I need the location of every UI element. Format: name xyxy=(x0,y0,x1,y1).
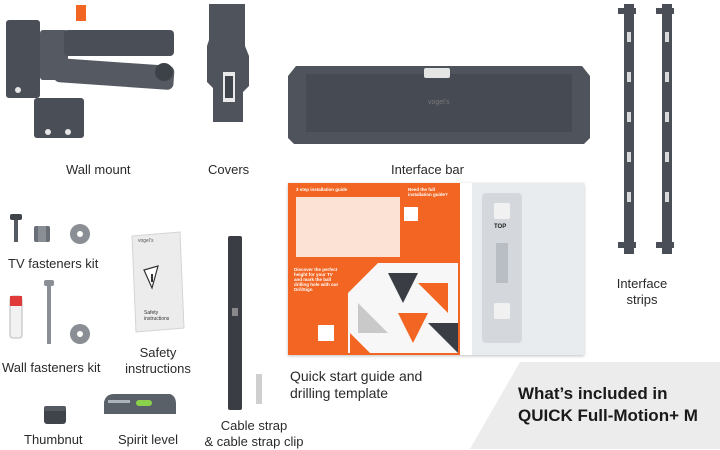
leaflet-brand: vogel’s xyxy=(138,238,154,244)
thumbnut-image xyxy=(44,406,66,424)
svg-text:vogel’s: vogel’s xyxy=(428,99,450,106)
spirit-level-label: Spirit level xyxy=(118,432,178,447)
safety-line2: instructions xyxy=(125,361,191,376)
guide-template-drawing xyxy=(472,183,584,355)
cable-strap-line2: & cable strap clip xyxy=(204,434,304,449)
interface-bar-image: vogel’s xyxy=(288,66,590,144)
interface-strips-line2: strips xyxy=(626,292,658,307)
quick-start-guide-image: 3 step installation guide Need the full … xyxy=(288,183,584,355)
cable-strap-label: Cable strap & cable strap clip xyxy=(202,418,306,450)
covers-label: Covers xyxy=(208,162,250,177)
leaflet-title-line2: instructions xyxy=(144,316,170,322)
leaflet-title-line1: Safety xyxy=(144,310,159,316)
interface-strips-line1: Interface xyxy=(616,276,668,291)
interface-strips-label: Interface strips xyxy=(604,276,680,308)
quick-start-line1: Quick start guide and xyxy=(290,368,423,384)
guide-discover-text: Discover the perfect height for your TV … xyxy=(294,267,339,292)
interface-strips-image xyxy=(618,4,674,254)
guide-template-panel: TOP xyxy=(472,183,584,355)
tv-fasteners-image xyxy=(10,214,90,244)
quick-start-line2: drilling template xyxy=(290,385,389,401)
tv-fasteners-label: TV fasteners kit xyxy=(8,256,99,271)
wall-mount-image xyxy=(6,5,175,138)
safety-line1: Safety xyxy=(139,345,177,360)
banner-line2: QUICK Full-Motion+ M xyxy=(518,406,698,425)
guide-top-label: TOP xyxy=(494,224,507,230)
guide-help-title: Need the full installation guide? xyxy=(408,187,448,197)
guide-steps-title: 3 step installation guide xyxy=(296,187,348,192)
spirit-level-image xyxy=(104,394,176,414)
banner-line1: What’s included in xyxy=(518,384,668,403)
guide-orange-panel: 3 step installation guide Need the full … xyxy=(288,183,460,355)
cable-strap-image xyxy=(228,236,262,410)
wall-fasteners-image xyxy=(9,280,90,344)
interface-bar-label: Interface bar xyxy=(391,162,464,177)
covers-image xyxy=(207,4,249,122)
wall-fasteners-label: Wall fasteners kit xyxy=(2,360,101,375)
wall-mount-label: Wall mount xyxy=(66,162,131,177)
safety-leaflet-image: vogel’s Safety instructions xyxy=(130,230,186,334)
guide-illustrations xyxy=(296,197,458,353)
safety-label: Safety instructions xyxy=(120,345,196,377)
banner-text: What’s included in QUICK Full-Motion+ M xyxy=(518,383,698,427)
thumbnut-label: Thumbnut xyxy=(24,432,83,447)
leaflet-shape xyxy=(131,231,185,333)
quick-start-label: Quick start guide and drilling template xyxy=(290,368,422,402)
leaflet-title: Safety instructions xyxy=(144,310,169,322)
cable-strap-line1: Cable strap xyxy=(220,418,288,433)
